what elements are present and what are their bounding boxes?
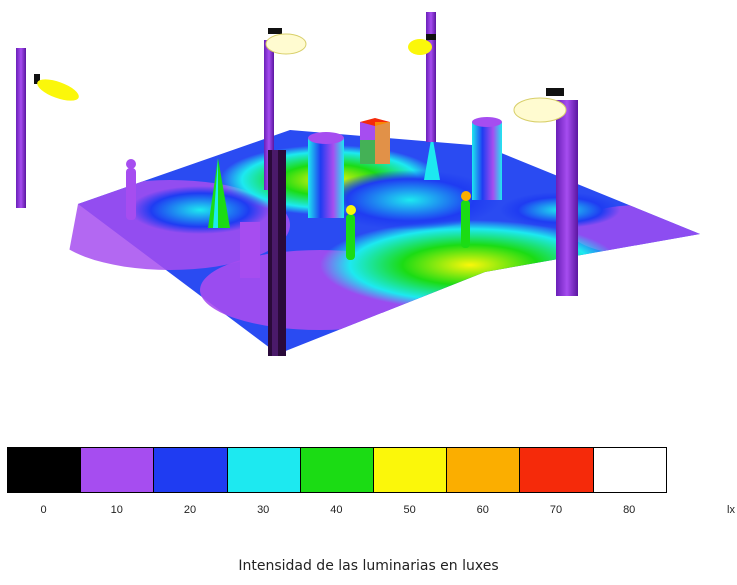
legend-swatch-30 [226,447,301,493]
legend-swatch-40 [299,447,374,493]
legend-swatch-0 [7,447,82,493]
legend-tick-label: 0 [40,504,47,516]
illuminance-3d-scene [16,12,700,356]
legend-tick-label: 40 [330,504,343,516]
lamp-poles [16,12,578,356]
floor-plane [60,130,700,354]
legend-unit-label: lx [727,504,735,516]
legend-swatch-10 [80,447,155,493]
legend-tick-label: 30 [257,504,270,516]
legend-tick-label: 80 [623,504,636,516]
legend-swatch-50 [373,447,448,493]
legend-tick-label: 70 [549,504,563,516]
floor-objects [126,117,502,278]
legend-swatch-20 [153,447,228,493]
legend-tick-label: 20 [183,504,197,516]
legend-swatch-60 [446,447,521,493]
figure-caption: Intensidad de las luminarias en luxes [238,558,499,574]
legend-swatch-70 [519,447,594,493]
legend-swatch-80 [592,447,667,493]
legend-tick-label: 10 [110,504,123,516]
legend-tick-label: 50 [403,504,416,516]
legend-tick-label: 60 [476,504,489,516]
